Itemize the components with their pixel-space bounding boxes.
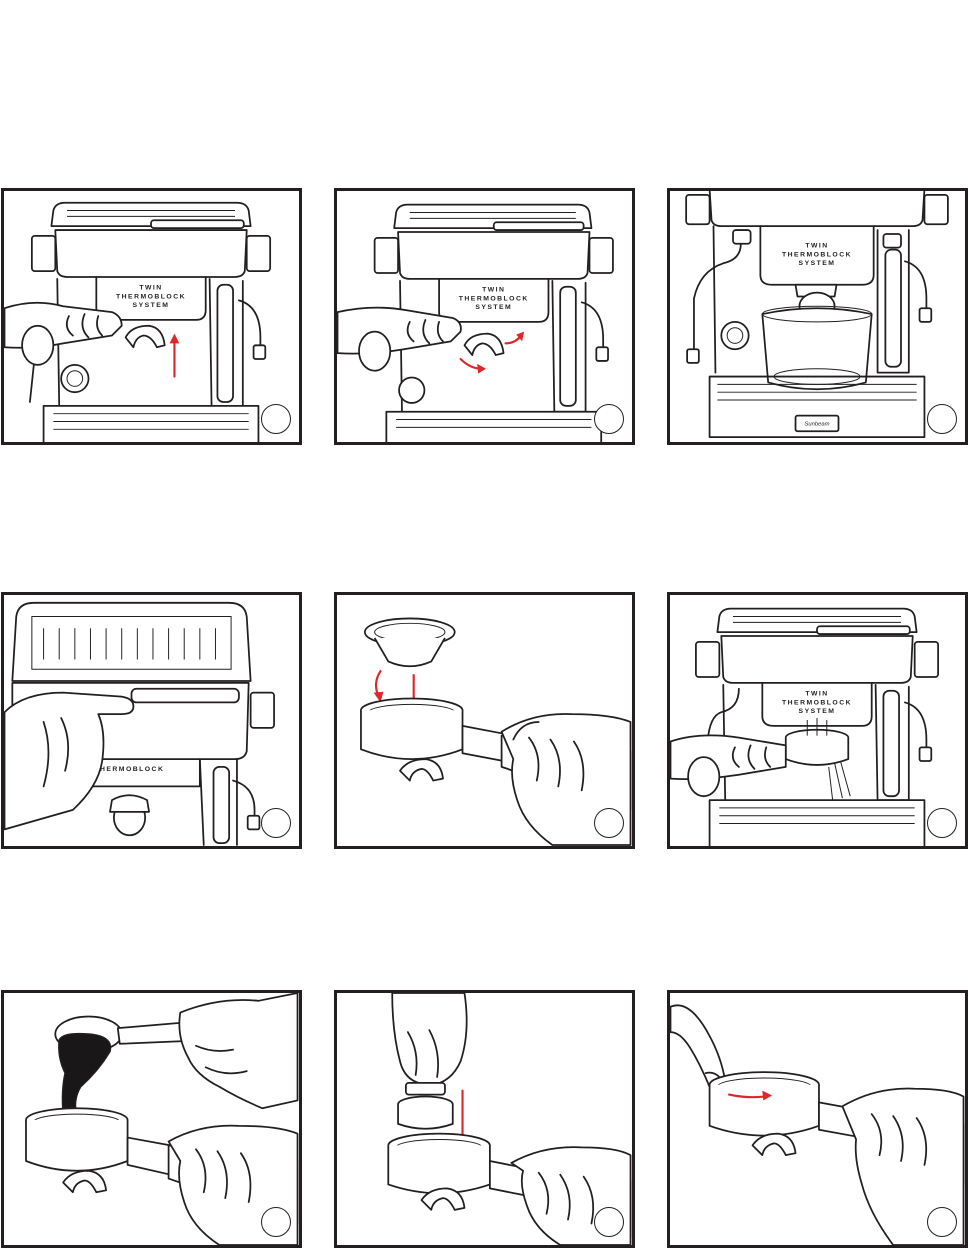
step-number-circle: [594, 1207, 624, 1237]
step-panel-9: [667, 990, 968, 1248]
machine-label-line1: TWIN: [805, 243, 828, 250]
step-panel-6: TWIN THERMOBLOCK SYSTEM: [667, 592, 968, 849]
machine-label-line1: TWIN: [139, 285, 162, 292]
illustration-add-ground-coffee: [25, 993, 299, 1245]
step-panel-7: [1, 990, 302, 1248]
step-number-circle: [261, 404, 291, 434]
illustration-press-button: THERMOBLOCK: [4, 601, 275, 846]
machine-label-line3: SYSTEM: [133, 302, 170, 309]
step-number-circle: [594, 404, 624, 434]
illustration-preheat-with-cup: TWIN THERMOBLOCK SYSTEM Sunbeam: [685, 191, 949, 438]
step-panel-4: THERMOBLOCK: [1, 592, 302, 849]
step-number-circle: [261, 808, 291, 838]
machine-label-line2: THERMOBLOCK: [116, 293, 186, 300]
illustration-lock-filter-handle: TWIN THERMOBLOCK SYSTEM: [337, 203, 614, 442]
machine-label-line2: THERMOBLOCK: [459, 295, 529, 302]
step-number-circle: [927, 808, 957, 838]
brand-plate-text: Sunbeam: [804, 421, 829, 427]
machine-label-line3: SYSTEM: [799, 260, 836, 267]
machine-label-line3: SYSTEM: [799, 708, 836, 715]
machine-label-line2: THERMOBLOCK: [782, 699, 852, 706]
machine-label-line2: THERMOBLOCK: [782, 251, 852, 258]
illustration-insert-filter-handle: TWIN THERMOBLOCK SYSTEM: [4, 201, 272, 442]
machine-label-line1: TWIN: [805, 691, 828, 698]
step-number-circle: [927, 1207, 957, 1237]
illustration-insert-filter-basket: [360, 617, 632, 846]
step-panel-1: TWIN THERMOBLOCK SYSTEM: [1, 188, 302, 445]
step-panel-2: TWIN THERMOBLOCK SYSTEM: [334, 188, 635, 445]
step-number-circle: [261, 1207, 291, 1237]
machine-label-partial: THERMOBLOCK: [94, 766, 164, 773]
step-number-circle: [594, 808, 624, 838]
illustration-preheat-filter: TWIN THERMOBLOCK SYSTEM: [670, 607, 939, 846]
step-number-circle: [927, 404, 957, 434]
machine-label-line3: SYSTEM: [475, 304, 512, 311]
step-panel-3: TWIN THERMOBLOCK SYSTEM Sunbeam: [667, 188, 968, 445]
step-panel-5: [334, 592, 635, 849]
illustration-wipe-rim: [670, 1004, 965, 1245]
machine-label-line1: TWIN: [482, 287, 505, 294]
illustration-tamp-coffee: [387, 993, 632, 1245]
step-panel-8: [334, 990, 635, 1248]
